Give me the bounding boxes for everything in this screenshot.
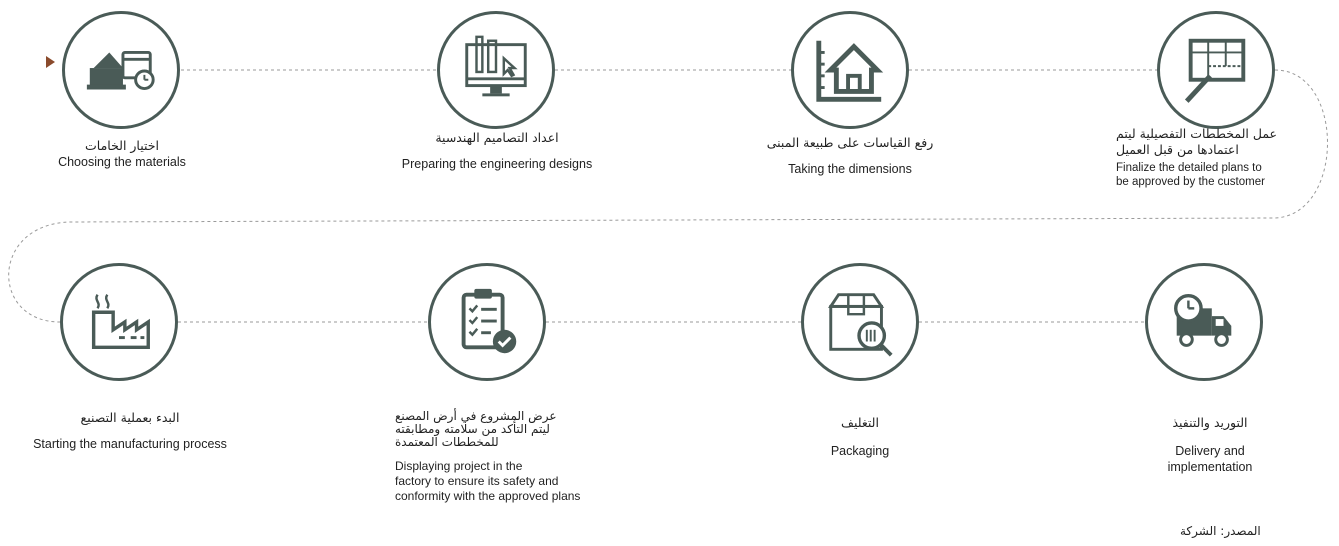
step-5-ar: البدء بعملية التصنيع	[80, 410, 180, 425]
monitor-design-tools-icon	[465, 35, 527, 97]
step-6-label: عرض المشروع في أرض المصنع ليتم التأكد من…	[395, 410, 625, 504]
step-5-en: Starting the manufacturing process	[33, 437, 227, 451]
house-measure-icon	[816, 40, 884, 102]
delivery-truck-clock-icon	[1174, 293, 1232, 347]
step-8-circle	[1145, 263, 1263, 381]
step-1-ar: اختيار الخامات	[84, 138, 159, 153]
step-6-ar: عرض المشروع في أرض المصنع ليتم التأكد من…	[395, 409, 557, 449]
step-8-label: التوريد والتنفيذ Delivery and implementa…	[1146, 415, 1275, 475]
blueprint-pen-icon	[1184, 38, 1246, 103]
step-7-en: Packaging	[830, 444, 890, 458]
step-1-circle	[62, 11, 180, 129]
step-2-label: اعداد التصاميم الهندسية Preparing the en…	[402, 130, 592, 172]
step-4-label: عمل المخططات التفصيلية ليتم اعتمادها من …	[1116, 126, 1316, 189]
step-3-label: رفع القياسات على طبيعة المبنى Taking the…	[767, 135, 934, 177]
step-2-en: Preparing the engineering designs	[401, 157, 593, 171]
step-4-circle	[1157, 11, 1275, 129]
step-1-en: Choosing the materials	[58, 155, 186, 169]
factory-icon	[91, 294, 150, 350]
step-8-en: Delivery and implementation	[1167, 444, 1253, 474]
step-2-ar: اعداد التصاميم الهندسية	[435, 130, 559, 145]
step-8-ar: التوريد والتنفيذ	[1172, 415, 1248, 430]
step-7-circle	[801, 263, 919, 381]
step-3-ar: رفع القياسات على طبيعة المبنى	[766, 135, 934, 150]
box-barcode-search-icon	[828, 293, 893, 357]
step-6-circle	[428, 263, 546, 381]
source-note: المصدر: الشركة	[1180, 524, 1261, 538]
step-4-ar: عمل المخططات التفصيلية ليتم اعتمادها من …	[1116, 126, 1278, 157]
step-3-circle	[791, 11, 909, 129]
clipboard-check-icon	[461, 288, 517, 354]
step-6-en: Displaying project in the factory to ens…	[395, 459, 581, 503]
step-5-label: البدء بعملية التصنيع Starting the manufa…	[33, 410, 227, 452]
start-arrow-icon	[46, 56, 55, 68]
step-7-label: التغليف Packaging	[831, 415, 889, 459]
step-1-label: اختيار الخامات Choosing the materials	[58, 138, 186, 170]
step-2-circle	[437, 11, 555, 129]
step-3-en: Taking the dimensions	[788, 162, 912, 176]
step-4-en: Finalize the detailed plans to be approv…	[1116, 162, 1265, 188]
step-5-circle	[60, 263, 178, 381]
step-7-ar: التغليف	[841, 415, 879, 430]
building-materials-calendar-icon	[86, 50, 155, 90]
